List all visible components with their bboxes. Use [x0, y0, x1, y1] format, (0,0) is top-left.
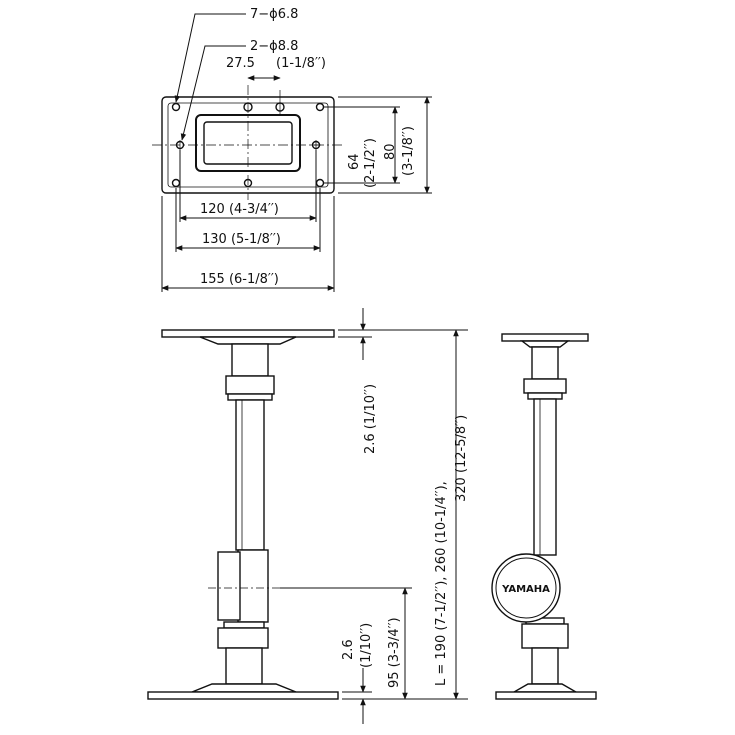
side-view — [491, 333, 597, 700]
hole-top-left — [243, 102, 253, 112]
hole-corner-br — [315, 178, 325, 188]
lower-collar-ring — [223, 621, 265, 629]
clamp-plate — [217, 551, 241, 621]
top-view — [152, 85, 344, 200]
hole-corner-tr — [315, 102, 325, 112]
side-upper-sleeve — [531, 346, 559, 380]
clamp-body — [237, 549, 269, 623]
side-upper-collar — [523, 378, 567, 394]
hole-leaders — [174, 13, 246, 141]
dim-spacing-label: 27.5 — [226, 56, 255, 71]
dim-length-line2: 320 (12-5/8′′) — [454, 415, 469, 502]
upper-collar — [225, 375, 275, 395]
top-plate — [161, 329, 335, 338]
dim-120-label: 120 (4-3/4′′) — [200, 202, 279, 217]
base-flange — [191, 683, 297, 693]
lower-collar — [217, 627, 269, 649]
hole-corner-bl — [171, 178, 181, 188]
dim-155-label: 155 (6-1/8′′) — [200, 272, 279, 287]
hole-callout-2: 2−ϕ8.8 — [250, 39, 298, 54]
front-dims — [280, 308, 468, 724]
side-lower-sleeve — [531, 647, 559, 685]
side-top-plate — [501, 333, 589, 342]
dim-lower-height: 95 (3-3/4′′) — [387, 617, 402, 688]
dim-80-label: 80 — [383, 143, 398, 160]
dim-spacing-inch: (1-1/8′′) — [276, 56, 326, 71]
base-plate — [147, 691, 339, 700]
dim-80-inch: (3-1/8′′) — [401, 126, 416, 176]
hole-callout-7: 7−ϕ6.8 — [250, 7, 298, 22]
dim-top-plate-thk: 2.6 (1/10′′) — [363, 384, 378, 454]
front-view — [147, 329, 339, 700]
dim-64-label: 64 — [347, 153, 362, 170]
upper-sleeve — [231, 343, 269, 377]
dim-bottom-plate-thk: 2.6 — [341, 639, 356, 660]
dim-64-inch: (2-1/2′′) — [363, 138, 378, 188]
brand-knob-inner — [495, 557, 557, 619]
side-upper-ring — [527, 392, 563, 400]
dim-bottom-plate-thk-in: (1/10′′) — [359, 623, 374, 668]
side-base-flange — [511, 683, 579, 693]
dim-length-line1: L = 190 (7-1/2′′), 260 (10-1/4′′), — [434, 481, 449, 686]
main-tube — [235, 399, 265, 551]
hole-corner-tl — [171, 102, 181, 112]
side-main-tube — [533, 398, 557, 556]
dims-horizontal — [161, 150, 335, 292]
hole-bottom-center — [243, 178, 253, 188]
dim-130-label: 130 (5-1/8′′) — [202, 232, 281, 247]
side-lower-collar — [521, 623, 569, 649]
top-flange — [199, 336, 297, 345]
side-top-flange — [519, 340, 571, 348]
lower-sleeve — [225, 647, 263, 685]
brand-logo: YAMAHA — [501, 584, 550, 595]
side-base-plate — [495, 691, 597, 700]
dims-vertical-top — [324, 96, 432, 194]
upper-collar-ring — [227, 393, 273, 401]
